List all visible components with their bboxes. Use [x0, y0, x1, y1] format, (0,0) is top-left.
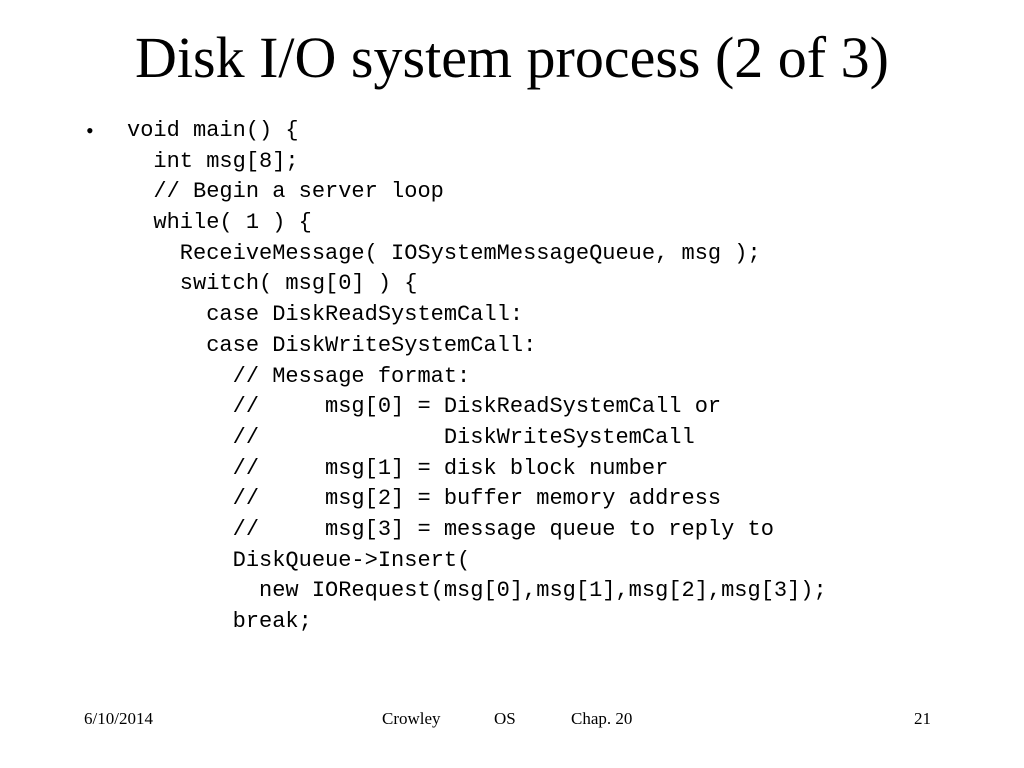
code-line: // msg[3] = message queue to reply to — [127, 516, 774, 542]
code-line: DiskQueue->Insert( — [127, 547, 471, 573]
code-line: while( 1 ) { — [127, 210, 312, 236]
footer-author: Crowley — [382, 709, 441, 728]
code-line: // msg[1] = disk block number — [127, 455, 669, 481]
code-line: switch( msg[0] ) { — [127, 271, 418, 297]
bullet-marker: • — [86, 118, 94, 143]
slide-title: Disk I/O system process (2 of 3) — [135, 25, 889, 90]
code-line: new IORequest(msg[0],msg[1],msg[2],msg[3… — [127, 578, 827, 604]
footer-page-number: 21 — [914, 709, 931, 728]
footer-chapter: Chap. 20 — [571, 709, 633, 728]
code-line: case DiskReadSystemCall: — [127, 302, 524, 328]
footer-course: OS — [494, 709, 516, 728]
code-line: // Message format: — [127, 363, 471, 389]
code-line: void main() { — [127, 118, 299, 143]
code-line: ReceiveMessage( IOSystemMessageQueue, ms… — [127, 240, 761, 266]
code-line: int msg[8]; — [127, 148, 299, 174]
code-line: // msg[2] = buffer memory address — [127, 486, 722, 512]
code-block: void main() { int msg[8]; // Begin a ser… — [127, 116, 827, 638]
code-line: case DiskWriteSystemCall: — [127, 332, 537, 358]
footer-date: 6/10/2014 — [84, 709, 153, 728]
code-line: // Begin a server loop — [127, 179, 444, 205]
code-line: // msg[0] = DiskReadSystemCall or — [127, 394, 722, 420]
code-line: // DiskWriteSystemCall — [127, 424, 695, 450]
code-line: break; — [127, 609, 312, 634]
